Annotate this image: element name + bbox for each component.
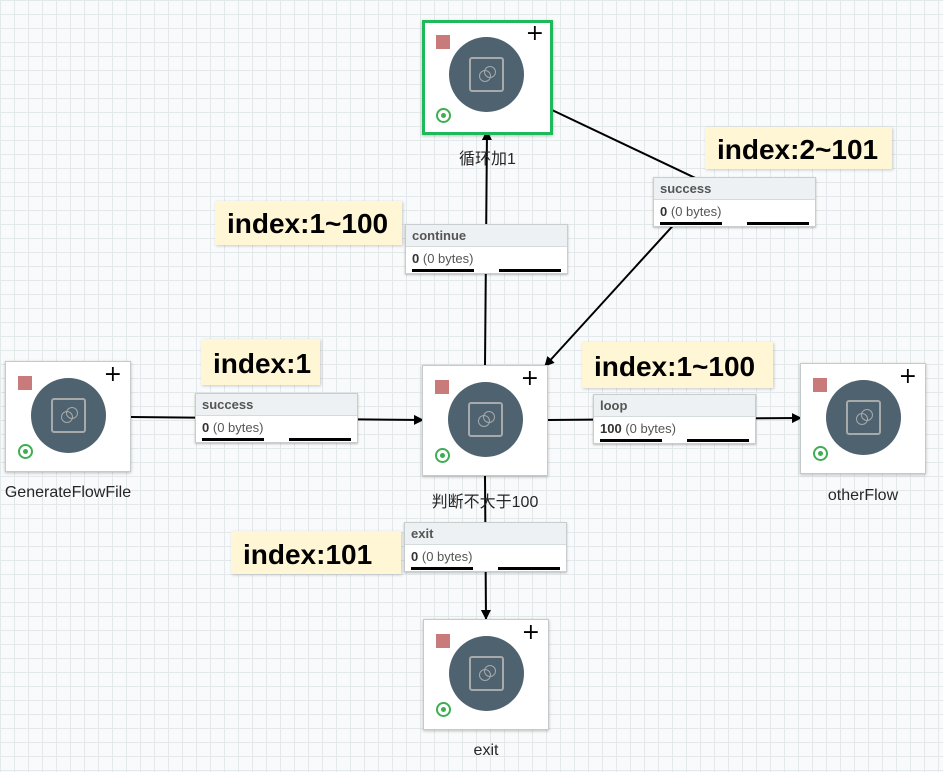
- processor-icon: [31, 378, 106, 453]
- connection-label-success-generate[interactable]: success 0 (0 bytes): [195, 393, 358, 443]
- processor-icon: [826, 380, 901, 455]
- plus-icon[interactable]: +: [521, 620, 540, 645]
- queue-size: (0 bytes): [212, 420, 264, 435]
- processor-exit[interactable]: +: [423, 619, 549, 730]
- connection-name: exit: [405, 523, 566, 545]
- processor-icon: [448, 382, 523, 457]
- plus-icon[interactable]: +: [103, 362, 122, 387]
- connection-name: continue: [406, 225, 567, 247]
- valid-icon: [436, 108, 451, 123]
- queue-bar: [411, 567, 473, 570]
- processor-label-exit: exit: [473, 742, 499, 759]
- connection-label-loop[interactable]: loop 100 (0 bytes): [593, 394, 756, 444]
- plus-icon[interactable]: +: [520, 366, 539, 391]
- annotation-index-101[interactable]: index:101: [231, 531, 401, 574]
- valid-icon: [435, 448, 450, 463]
- stop-icon[interactable]: [18, 376, 32, 390]
- queue-bar: [499, 269, 561, 272]
- queue-bar: [202, 438, 264, 441]
- annotation-index-2-101[interactable]: index:2~101: [705, 127, 892, 169]
- edge-loop-add-to-judge[interactable]: [544, 109, 712, 367]
- connection-queue: 100 (0 bytes): [594, 417, 755, 444]
- connection-queue: 0 (0 bytes): [654, 200, 815, 227]
- queue-bar: [747, 222, 809, 225]
- connection-label-continue[interactable]: continue 0 (0 bytes): [405, 224, 568, 274]
- queue-count: 0: [660, 204, 668, 219]
- queue-size: (0 bytes): [422, 251, 474, 266]
- queue-bar: [687, 439, 749, 442]
- processor-generate-flowfile[interactable]: +: [5, 361, 131, 472]
- processor-icon: [449, 37, 524, 112]
- queue-count: 0: [202, 420, 210, 435]
- stop-icon[interactable]: [436, 634, 450, 648]
- connection-label-exit[interactable]: exit 0 (0 bytes): [404, 522, 567, 572]
- processor-label-other-flow: otherFlow: [827, 487, 899, 504]
- queue-count: 0: [412, 251, 420, 266]
- connection-queue: 0 (0 bytes): [406, 247, 567, 274]
- valid-icon: [18, 444, 33, 459]
- connection-name: success: [196, 394, 357, 416]
- connection-name: loop: [594, 395, 755, 417]
- stop-icon[interactable]: [435, 380, 449, 394]
- processor-judge[interactable]: +: [422, 365, 548, 476]
- annotation-index-1-100-loop[interactable]: index:1~100: [582, 342, 773, 388]
- processor-label-loop-add: 循环加1: [459, 151, 516, 168]
- connection-name: success: [654, 178, 815, 200]
- valid-icon: [813, 446, 828, 461]
- processor-label-judge: 判断不大于100: [431, 494, 539, 511]
- annotation-index-1[interactable]: index:1: [201, 339, 320, 385]
- stop-icon[interactable]: [436, 35, 450, 49]
- queue-bar: [600, 439, 662, 442]
- queue-size: (0 bytes): [625, 421, 676, 436]
- processor-label-generate-flowfile: GenerateFlowFile: [4, 484, 132, 501]
- valid-icon: [436, 702, 451, 717]
- connection-label-success-loop[interactable]: success 0 (0 bytes): [653, 177, 816, 227]
- processor-other-flow[interactable]: +: [800, 363, 926, 474]
- queue-bar: [412, 269, 474, 272]
- queue-bar: [289, 438, 351, 441]
- stop-icon[interactable]: [813, 378, 827, 392]
- connection-queue: 0 (0 bytes): [196, 416, 357, 443]
- connection-queue: 0 (0 bytes): [405, 545, 566, 572]
- processor-icon: [449, 636, 524, 711]
- plus-icon[interactable]: +: [898, 364, 917, 389]
- queue-bar: [498, 567, 560, 570]
- processor-loop-add[interactable]: +: [422, 20, 553, 135]
- queue-count: 100: [600, 421, 622, 436]
- queue-count: 0: [411, 549, 419, 564]
- queue-size: (0 bytes): [421, 549, 473, 564]
- queue-bar: [660, 222, 722, 225]
- queue-size: (0 bytes): [670, 204, 722, 219]
- annotation-index-1-100-continue[interactable]: index:1~100: [215, 201, 402, 245]
- plus-icon[interactable]: +: [525, 21, 544, 46]
